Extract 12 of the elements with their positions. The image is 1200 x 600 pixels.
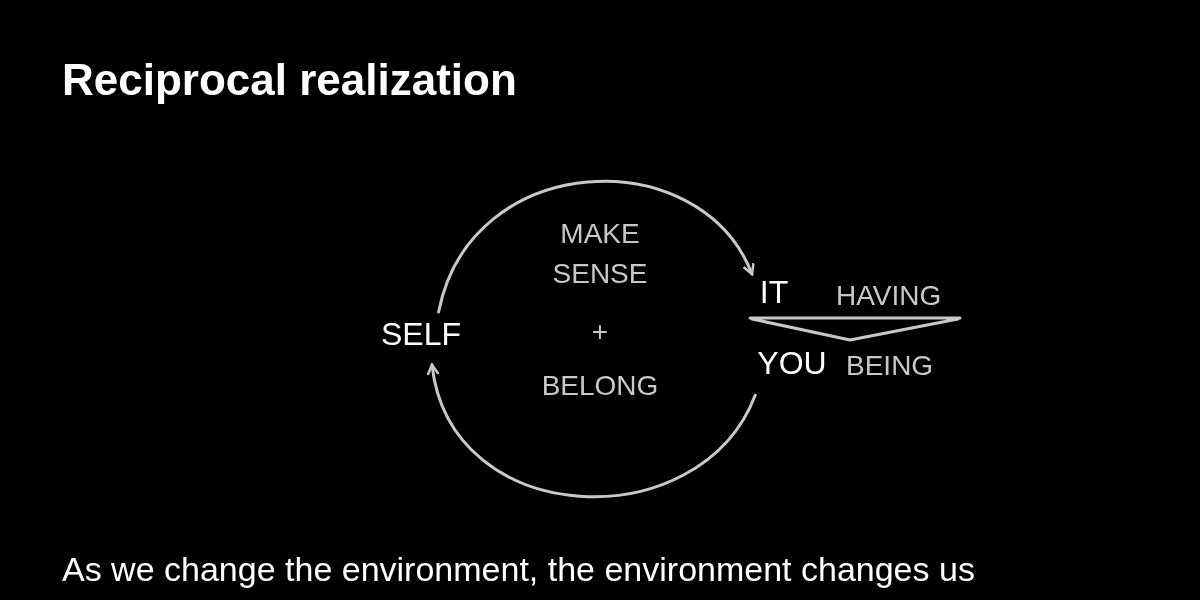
title: Reciprocal realization [62, 58, 517, 102]
caption: As we change the environment, the environment changes us [62, 552, 975, 586]
handwritten-label: BEING [846, 349, 935, 383]
handwritten-label: MAKE SENSE [551, 217, 649, 291]
handwritten-label: + [590, 315, 610, 349]
handwritten-label: HAVING [836, 279, 943, 313]
curved-arrow [428, 363, 757, 498]
handwritten-word: YOU [752, 340, 832, 386]
handwritten-word: SELF [366, 312, 476, 356]
handwritten-label: BELONG [540, 369, 660, 403]
curved-arrow [437, 180, 754, 314]
handwritten-word: IT [752, 272, 796, 312]
